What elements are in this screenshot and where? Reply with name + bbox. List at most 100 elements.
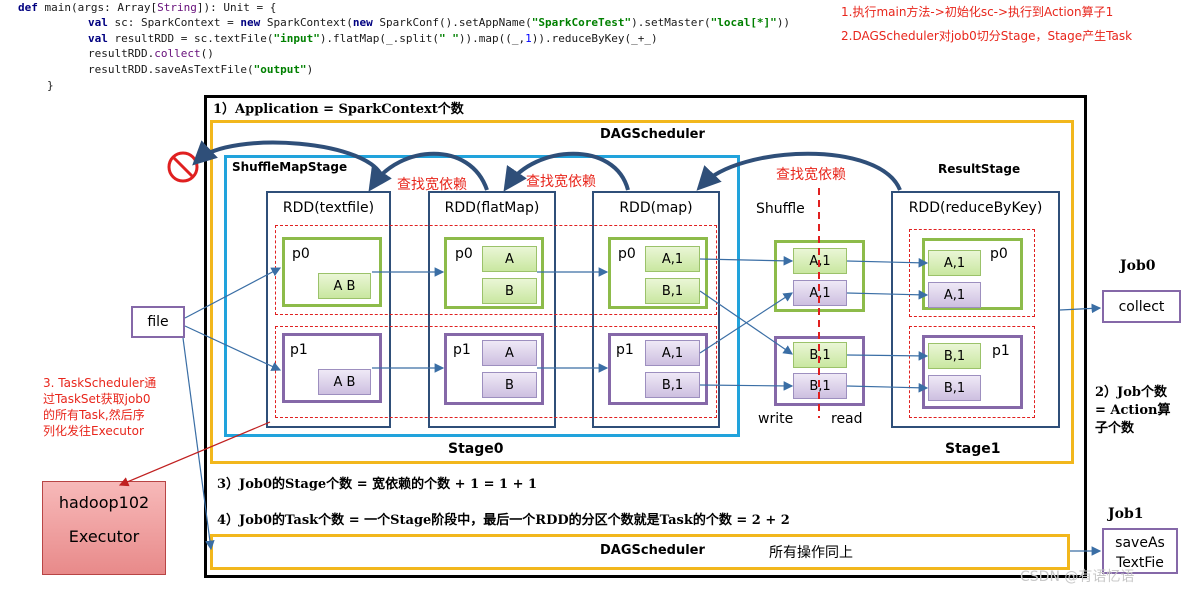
map-p1-cell-a: A,1 [645, 340, 700, 366]
reduce-p0-cell-a: A,1 [928, 250, 981, 276]
rdd-flatmap-box [428, 191, 556, 428]
code-text: SparkConf().setAppName( [372, 16, 532, 29]
code-line-6: } [47, 79, 54, 92]
stage1-label: Stage1 [945, 441, 1001, 457]
rdd-map-box [592, 191, 720, 428]
code-text: )) [776, 16, 791, 29]
curve-arrow-map [696, 151, 902, 191]
rdd-reduce-box [891, 191, 1060, 428]
write-label: write [758, 411, 794, 427]
arrow-sh-rd-2 [846, 351, 929, 361]
flatmap-p1 [444, 333, 544, 405]
rdd-map-label: RDD(map) [619, 200, 693, 216]
reduce-p0 [922, 238, 1023, 310]
task-scheduler-line-3: 的所有Task,然后序 [43, 408, 145, 422]
find-wide-dep-2: 查找宽依赖 [526, 174, 596, 190]
code-line-1: def main(args: Array[String]): Unit = { [18, 0, 276, 15]
code-keyword: def [18, 1, 38, 14]
shuffle-label: Shuffle [756, 201, 805, 217]
executor-host: hadoop102 [58, 493, 150, 512]
dag-scheduler-job1-box [210, 534, 1070, 570]
map-p0-cell-b: B,1 [645, 278, 700, 304]
flatmap-p0 [444, 237, 544, 309]
find-wide-dep-3: 查找宽依赖 [776, 167, 846, 183]
map-p0 [608, 237, 708, 309]
reduce-p1-label: p1 [992, 343, 1010, 359]
code-text: ).setMaster( [631, 16, 711, 29]
stage0-label: Stage0 [448, 441, 504, 457]
task-scheduler-line-4: 列化发往Executor [43, 424, 144, 438]
reduce-p1 [922, 335, 1023, 409]
code-text: resultRDD.saveAsTextFile( [88, 63, 254, 76]
note-step-1: 1.执行main方法->初始化sc->执行到Action算子1 [841, 5, 1114, 19]
flatmap-p1-cell-a: A [482, 340, 537, 366]
code-string: " " [439, 32, 459, 45]
job-count-line-2: = Action算 [1095, 403, 1171, 418]
flatmap-p0-cell-a: A [482, 246, 537, 272]
dag-scheduler-job1-label: DAGScheduler [600, 543, 705, 558]
code-text: ).flatMap(_.split( [319, 32, 440, 45]
arrow-file-p0 [184, 267, 282, 319]
collect-box: collect [1102, 290, 1181, 323]
job1-label: Job1 [1108, 506, 1144, 522]
reduce-p1-cell-a: B,1 [928, 343, 981, 369]
curve-arrow-stage-start [192, 140, 385, 181]
code-text: ]): Unit = { [196, 1, 277, 14]
textfile-p0-cell: A B [318, 273, 371, 299]
code-text: main(args: Array[ [37, 1, 158, 14]
arrow-sh-rd-1 [846, 289, 929, 300]
code-line-3: val resultRDD = sc.textFile("input").fla… [88, 31, 658, 46]
code-line-5: resultRDD.saveAsTextFile("output") [88, 62, 313, 77]
arrow-file-p1 [184, 325, 282, 371]
note-step-2: 2.DAGScheduler对job0切分Stage，Stage产生Task [841, 29, 1133, 43]
file-box: file [131, 306, 185, 338]
textfile-p1-label: p1 [290, 342, 308, 358]
textfile-p0-label: p0 [292, 246, 310, 262]
arrow-sh-rd-3 [846, 382, 929, 393]
arrow-stage-executor [118, 421, 271, 487]
code-text: )).map((_, [458, 32, 526, 45]
code-text: )).reduceByKey(_+_) [531, 32, 658, 45]
code-keyword: new [352, 16, 373, 29]
shuffle-map-stage-box [224, 155, 740, 437]
code-string: "local[*]" [710, 16, 777, 29]
save-as-line-2: TextFie [1116, 555, 1164, 571]
code-text: ) [306, 63, 314, 76]
rdd-reduce-label: RDD(reduceByKey) [908, 200, 1043, 216]
map-p0-label: p0 [618, 246, 636, 262]
code-text: () [200, 47, 214, 60]
job-count-line-1: 2）Job个数 [1095, 385, 1167, 400]
code-string: "input" [273, 32, 320, 45]
code-string: "output" [253, 63, 307, 76]
textfile-p1-cell: A B [318, 369, 371, 395]
task-scheduler-line-2: 过TaskSet获取job0 [43, 392, 151, 406]
code-line-4: resultRDD.collect() [88, 46, 214, 61]
rdd-flatmap-label: RDD(flatMap) [444, 200, 540, 216]
job-count-note: 2）Job个数 = Action算 子个数 [1095, 384, 1171, 438]
executor-box: hadoop102 Executor [42, 481, 166, 575]
code-keyword: val [88, 32, 108, 45]
flatmap-p0-label: p0 [455, 246, 473, 262]
result-stage-label: ResultStage [938, 162, 1021, 176]
code-line-2: val sc: SparkContext = new SparkContext(… [88, 15, 790, 30]
reduce-p0-cell-b: A,1 [928, 282, 981, 308]
job0-label: Job0 [1120, 258, 1156, 274]
result-partition-p1-dashed [909, 326, 1035, 418]
task-scheduler-note: 3. TaskScheduler通 过TaskSet获取job0 的所有Task… [43, 375, 156, 439]
arrow-map-sh-3 [699, 381, 794, 391]
map-p0-cell-a: A,1 [645, 246, 700, 272]
task-scheduler-line-1: 3. TaskScheduler通 [43, 376, 157, 390]
rdd-textfile-label: RDD(textfile) [282, 200, 375, 216]
map-p1 [608, 333, 708, 405]
arrow-sh-rd-0 [846, 257, 929, 268]
partition-row-p1-dashed [275, 326, 717, 418]
code-keyword: new [240, 16, 261, 29]
arrow-map-sh-0 [699, 256, 794, 266]
shuffle-map-stage-label: ShuffleMapStage [232, 160, 348, 174]
task-count-note: 4）Job0的Task个数 = 一个Stage阶段中，最后一个RDD的分区个数就… [217, 513, 790, 528]
save-as-textfile-box: saveAs TextFie [1102, 528, 1178, 574]
arrow-map-sh-1 [699, 292, 794, 354]
application-title: 1）Application = SparkContext个数 [213, 102, 464, 117]
result-partition-p0-dashed [909, 229, 1035, 317]
